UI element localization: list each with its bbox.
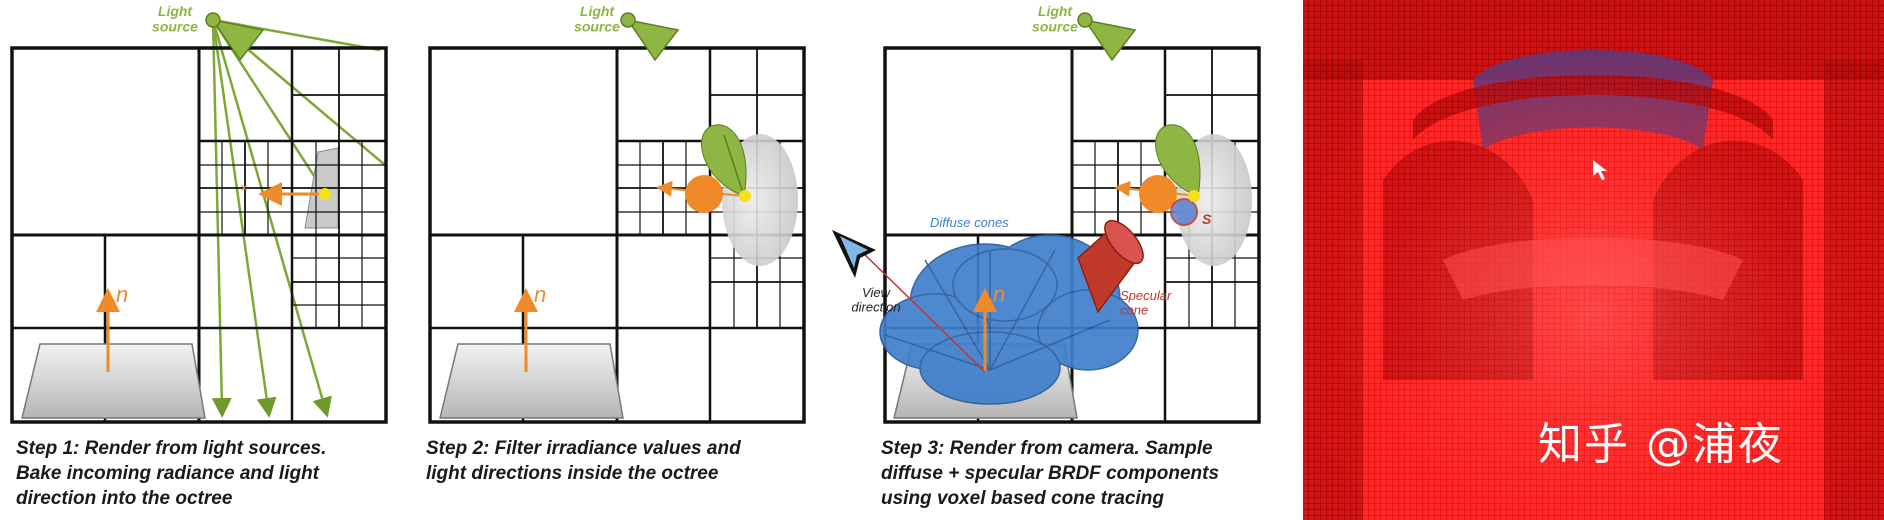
svg-text:×: ×: [240, 180, 248, 195]
surface-quad: [439, 343, 624, 419]
voxel-sample-point: [1188, 190, 1200, 202]
light-source-icon: [205, 12, 265, 62]
zhihu-watermark: 知乎 @浦夜: [1538, 419, 1784, 470]
light-source-icon: [1077, 12, 1137, 62]
panel-step-3: S n Diffuse: [832, 3, 1261, 424]
specular-sample-disc: [1170, 198, 1198, 226]
voxel-sample-point: [319, 188, 331, 200]
green-direction-lobe: [701, 124, 747, 197]
normal-label: n: [116, 282, 128, 307]
voxel-sample-point: [739, 190, 751, 202]
green-direction-lobe: [1155, 124, 1201, 197]
normal-label: n: [993, 282, 1005, 307]
light-rays: [211, 18, 386, 418]
orange-radiance-lobe: [685, 175, 723, 213]
orange-radiance-lobe: [1139, 175, 1177, 213]
normal-label: n: [534, 282, 546, 307]
step-2-caption: Step 2: Filter irradiance values and lig…: [426, 438, 741, 484]
eye-cursor-icon: [832, 230, 876, 278]
surface-quad: [21, 343, 206, 419]
specular-sample-label: S: [1202, 211, 1212, 227]
view-direction-line: [859, 249, 986, 373]
voxel-render-image: [1303, 0, 1884, 520]
step-1-caption: Step 1: Render from light sources. Bake …: [16, 438, 327, 509]
step-3-caption: Step 3: Render from camera. Sample diffu…: [881, 438, 1220, 509]
diffuse-cones-label: Diffuse cones: [930, 215, 1009, 230]
voxelized-scene-render: [1303, 0, 1884, 520]
specular-cone: [1077, 219, 1144, 314]
light-source-icon: [620, 12, 680, 62]
